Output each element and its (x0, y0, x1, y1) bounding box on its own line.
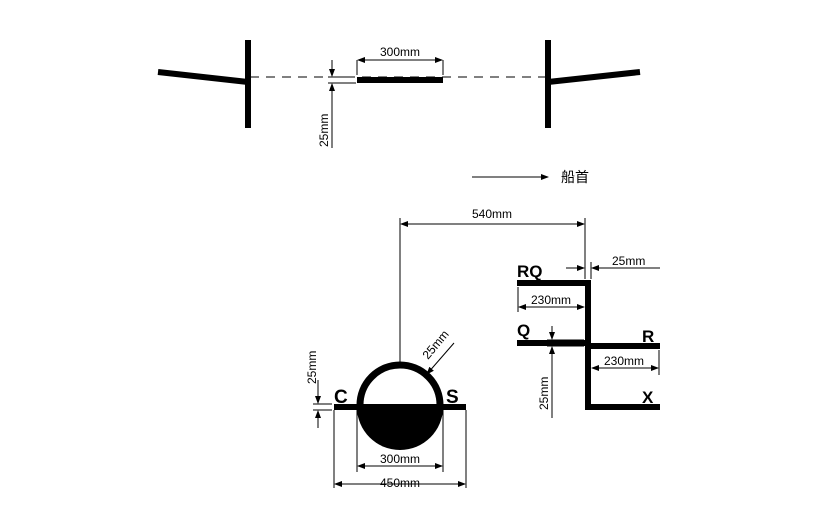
plate-width-label: 300mm (380, 45, 420, 59)
mark-x: X (642, 388, 654, 407)
left-arm (157, 69, 249, 85)
outer-width-label: 450mm (380, 476, 420, 490)
distance-label: 540mm (472, 207, 512, 221)
upper-arm-label: 230mm (531, 293, 571, 307)
bow-label: 船首 (561, 169, 589, 185)
thickness-label: 25mm (612, 254, 645, 268)
inner-width-label: 300mm (380, 452, 420, 466)
mark-q: Q (517, 321, 530, 340)
offset-label: 25mm (317, 114, 331, 147)
mark-rq: RQ (517, 262, 543, 281)
lower-arm-label: 230mm (604, 354, 644, 368)
right-arm (547, 69, 641, 85)
bow-direction: 船首 (472, 169, 589, 185)
mark-r: R (642, 327, 654, 346)
radius-thickness-label: 25mm (420, 327, 452, 362)
vertical-offset-label: 25mm (537, 377, 551, 410)
gap-label: 25mm (305, 351, 319, 384)
mark-c: C (334, 387, 348, 408)
section-view: C S 540mm 25mm 25mm 300mm 450mm (305, 207, 586, 490)
side-view: RQ Q R X 25mm 230mm 230mm 25mm (517, 254, 660, 418)
top-view: 300mm 25mm (157, 40, 641, 148)
ring (356, 361, 444, 449)
mark-s: S (446, 387, 459, 408)
